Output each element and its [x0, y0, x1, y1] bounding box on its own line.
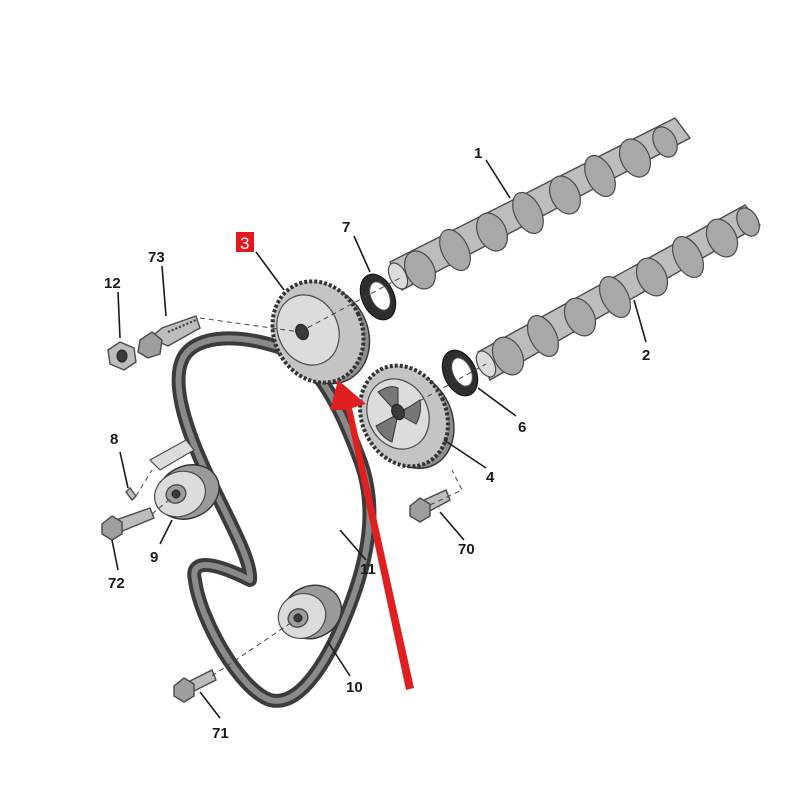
bolt-72[interactable] [101, 507, 155, 541]
label-6: 6 [518, 419, 526, 436]
label-1: 1 [474, 145, 482, 162]
label-70: 70 [458, 541, 475, 558]
bolt-71[interactable] [173, 669, 217, 703]
label-72: 72 [108, 575, 125, 592]
pin-8[interactable] [125, 486, 137, 502]
leader-lines [111, 159, 647, 719]
bolt-73[interactable] [137, 315, 201, 359]
label-4: 4 [486, 469, 495, 486]
bolt-70[interactable] [409, 489, 451, 523]
label-2: 2 [642, 347, 650, 364]
label-12: 12 [104, 275, 121, 292]
idler-pulley-10[interactable] [271, 576, 350, 648]
label-8: 8 [110, 431, 118, 448]
camshaft-1[interactable] [385, 117, 692, 294]
label-9: 9 [150, 549, 158, 566]
cam-sprocket-4[interactable] [344, 351, 469, 482]
oil-seal-7[interactable] [353, 268, 402, 325]
nut-12[interactable] [107, 341, 137, 371]
label-11: 11 [360, 561, 376, 578]
oil-seal-6[interactable] [435, 344, 484, 401]
label-10: 10 [346, 679, 363, 696]
label-7: 7 [342, 219, 350, 236]
red-pointer-arrow [330, 380, 414, 690]
label-3: 3 [240, 234, 249, 253]
label-3-highlight [236, 232, 254, 252]
assembly-lines [135, 277, 487, 677]
vvt-sprocket-3[interactable] [256, 266, 385, 398]
label-73: 73 [148, 249, 165, 266]
label-71: 71 [212, 725, 229, 742]
part-labels: 1 2 3 4 6 7 8 9 10 11 12 70 71 72 73 [104, 145, 650, 742]
camshaft-2[interactable] [472, 204, 764, 381]
tensioner-9[interactable] [147, 439, 228, 529]
